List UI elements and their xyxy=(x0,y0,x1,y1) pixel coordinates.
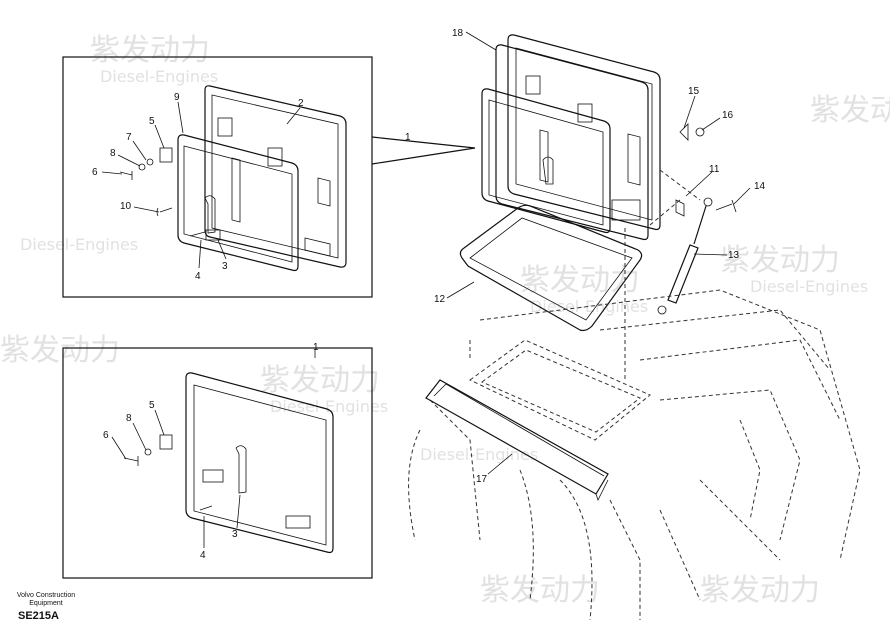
panel-glass xyxy=(177,134,299,272)
watermark-cn: 紫发动力 xyxy=(0,333,120,368)
callout-3-bottom: 3 xyxy=(232,529,238,540)
callout-5-bottom: 5 xyxy=(149,400,155,411)
callout-1-bottom: 1 xyxy=(313,342,319,353)
leaders-top xyxy=(101,101,301,269)
panel-frame-bottom xyxy=(123,372,334,554)
watermark-cn: 紫发动力 xyxy=(90,33,210,68)
callout-8-top: 8 xyxy=(110,148,116,159)
callout-9: 9 xyxy=(174,92,180,103)
callout-13: 13 xyxy=(728,250,740,261)
alignment-dashes xyxy=(624,169,701,380)
watermark-cn: 紫发动力 xyxy=(720,243,840,278)
callout-4-top: 4 xyxy=(195,271,201,282)
watermark-en: Diesel-Engines xyxy=(20,235,138,254)
callout-6-top: 6 xyxy=(92,167,98,178)
callout-6-bottom: 6 xyxy=(103,430,109,441)
watermark-cn: 紫发动力 xyxy=(810,93,890,128)
watermark-en: Diesel-Engines xyxy=(100,67,218,86)
callout-18: 18 xyxy=(452,28,464,39)
callout-8-bottom: 8 xyxy=(126,413,132,424)
detail-box-bottom xyxy=(62,347,373,579)
panel-outer-frame xyxy=(204,85,347,268)
callout-15: 15 xyxy=(688,86,700,97)
manufacturer-caption: Volvo Construction Equipment xyxy=(6,592,86,608)
leaders-main xyxy=(446,31,751,475)
roof-rail xyxy=(425,379,609,502)
watermark-cn: 紫发动力 xyxy=(480,573,600,608)
callout-14: 14 xyxy=(754,181,766,192)
diagram-code: SE215A xyxy=(18,610,59,622)
watermark-en: Diesel-Engines xyxy=(750,277,868,296)
callout-10: 10 xyxy=(120,201,132,212)
callout-16: 16 xyxy=(722,110,734,121)
watermark-cn: 紫发动力 xyxy=(520,263,640,298)
callout-12: 12 xyxy=(434,294,446,305)
callout-2: 2 xyxy=(298,98,304,109)
detail-leader-top xyxy=(371,136,476,165)
watermark-en: Diesel-Engines xyxy=(270,397,388,416)
callout-1-top: 1 xyxy=(405,132,411,143)
callout-labels: 18 15 16 11 14 13 12 17 1 1 9 2 5 7 8 6 … xyxy=(92,28,766,561)
callout-4-bottom: 4 xyxy=(200,550,206,561)
callout-11: 11 xyxy=(709,164,720,175)
watermark-en: Diesel-Engines xyxy=(420,445,538,464)
callout-17: 17 xyxy=(476,474,488,485)
watermark-layer: 紫发动力 Diesel-Engines 紫发动力 Diesel-Engines … xyxy=(0,33,890,608)
leaders-bottom xyxy=(111,350,316,548)
callout-5-top: 5 xyxy=(149,116,155,127)
hardware-detail-top xyxy=(119,147,206,237)
detail-box-top xyxy=(62,56,373,298)
callout-3-top: 3 xyxy=(222,261,228,272)
caption-line-1: Volvo Construction xyxy=(16,592,76,599)
callout-7: 7 xyxy=(126,132,132,143)
caption-line-2: Equipment xyxy=(29,600,63,607)
roof-hatch-assembly xyxy=(459,34,737,332)
watermark-cn: 紫发动力 xyxy=(700,573,820,608)
watermark-en: Diesel-Engines xyxy=(530,297,648,316)
cab-outline xyxy=(408,289,861,621)
watermark-cn: 紫发动力 xyxy=(260,363,380,398)
